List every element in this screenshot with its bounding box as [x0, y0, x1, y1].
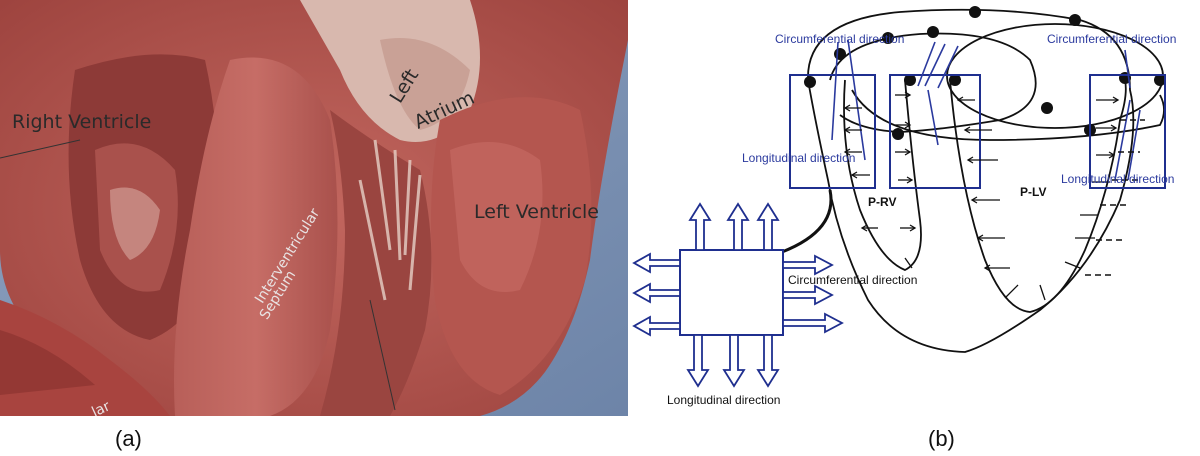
label-longitudinal-right: Longitudinal direction — [1061, 172, 1174, 186]
label-longitudinal-left: Longitudinal direction — [742, 151, 855, 165]
node — [927, 26, 939, 38]
left-arrows — [632, 252, 681, 337]
rv-element-box — [789, 74, 876, 189]
lv-wall-dashes — [1085, 119, 1145, 276]
label-circumferential-left: Circumferential direction — [775, 32, 904, 46]
label-element-circumferential: Circumferential direction — [788, 273, 917, 287]
heart-photo: Right Ventricle Left Atrium Left Ventric… — [0, 0, 628, 420]
heart-schematic: Circumferential direction Circumferentia… — [632, 6, 1176, 407]
enlarged-element — [679, 249, 784, 336]
node — [804, 76, 816, 88]
pressure-arrows-lv — [956, 96, 1120, 301]
element-connector — [781, 189, 833, 254]
node — [949, 74, 961, 86]
lv-cavity — [949, 79, 1127, 313]
label-right-ventricle: Right Ventricle — [12, 111, 151, 133]
fiber-lines — [831, 39, 1141, 181]
septum-element-box — [889, 74, 981, 189]
down-arrows — [686, 334, 780, 388]
label-p-lv: P-LV — [1020, 185, 1046, 199]
node — [904, 74, 916, 86]
caption-a: (a) — [115, 426, 142, 451]
node — [834, 48, 846, 60]
node — [969, 6, 981, 18]
lower-ring — [851, 89, 1165, 141]
up-arrows — [688, 202, 780, 251]
label-element-longitudinal: Longitudinal direction — [667, 393, 780, 407]
label-circumferential-right: Circumferential direction — [1047, 32, 1176, 46]
node — [1069, 14, 1081, 26]
node — [1154, 74, 1166, 86]
node — [892, 128, 904, 140]
node — [882, 32, 894, 44]
right-arrows — [782, 254, 844, 334]
label-left-ventricle: Left Ventricle — [474, 201, 599, 223]
rv-cavity — [843, 79, 922, 271]
label-p-rv: P-RV — [868, 195, 896, 209]
caption-b: (b) — [928, 426, 955, 451]
node — [1041, 102, 1053, 114]
pressure-arrows-rv — [843, 91, 917, 269]
label-partial-text: lar — [89, 398, 113, 420]
